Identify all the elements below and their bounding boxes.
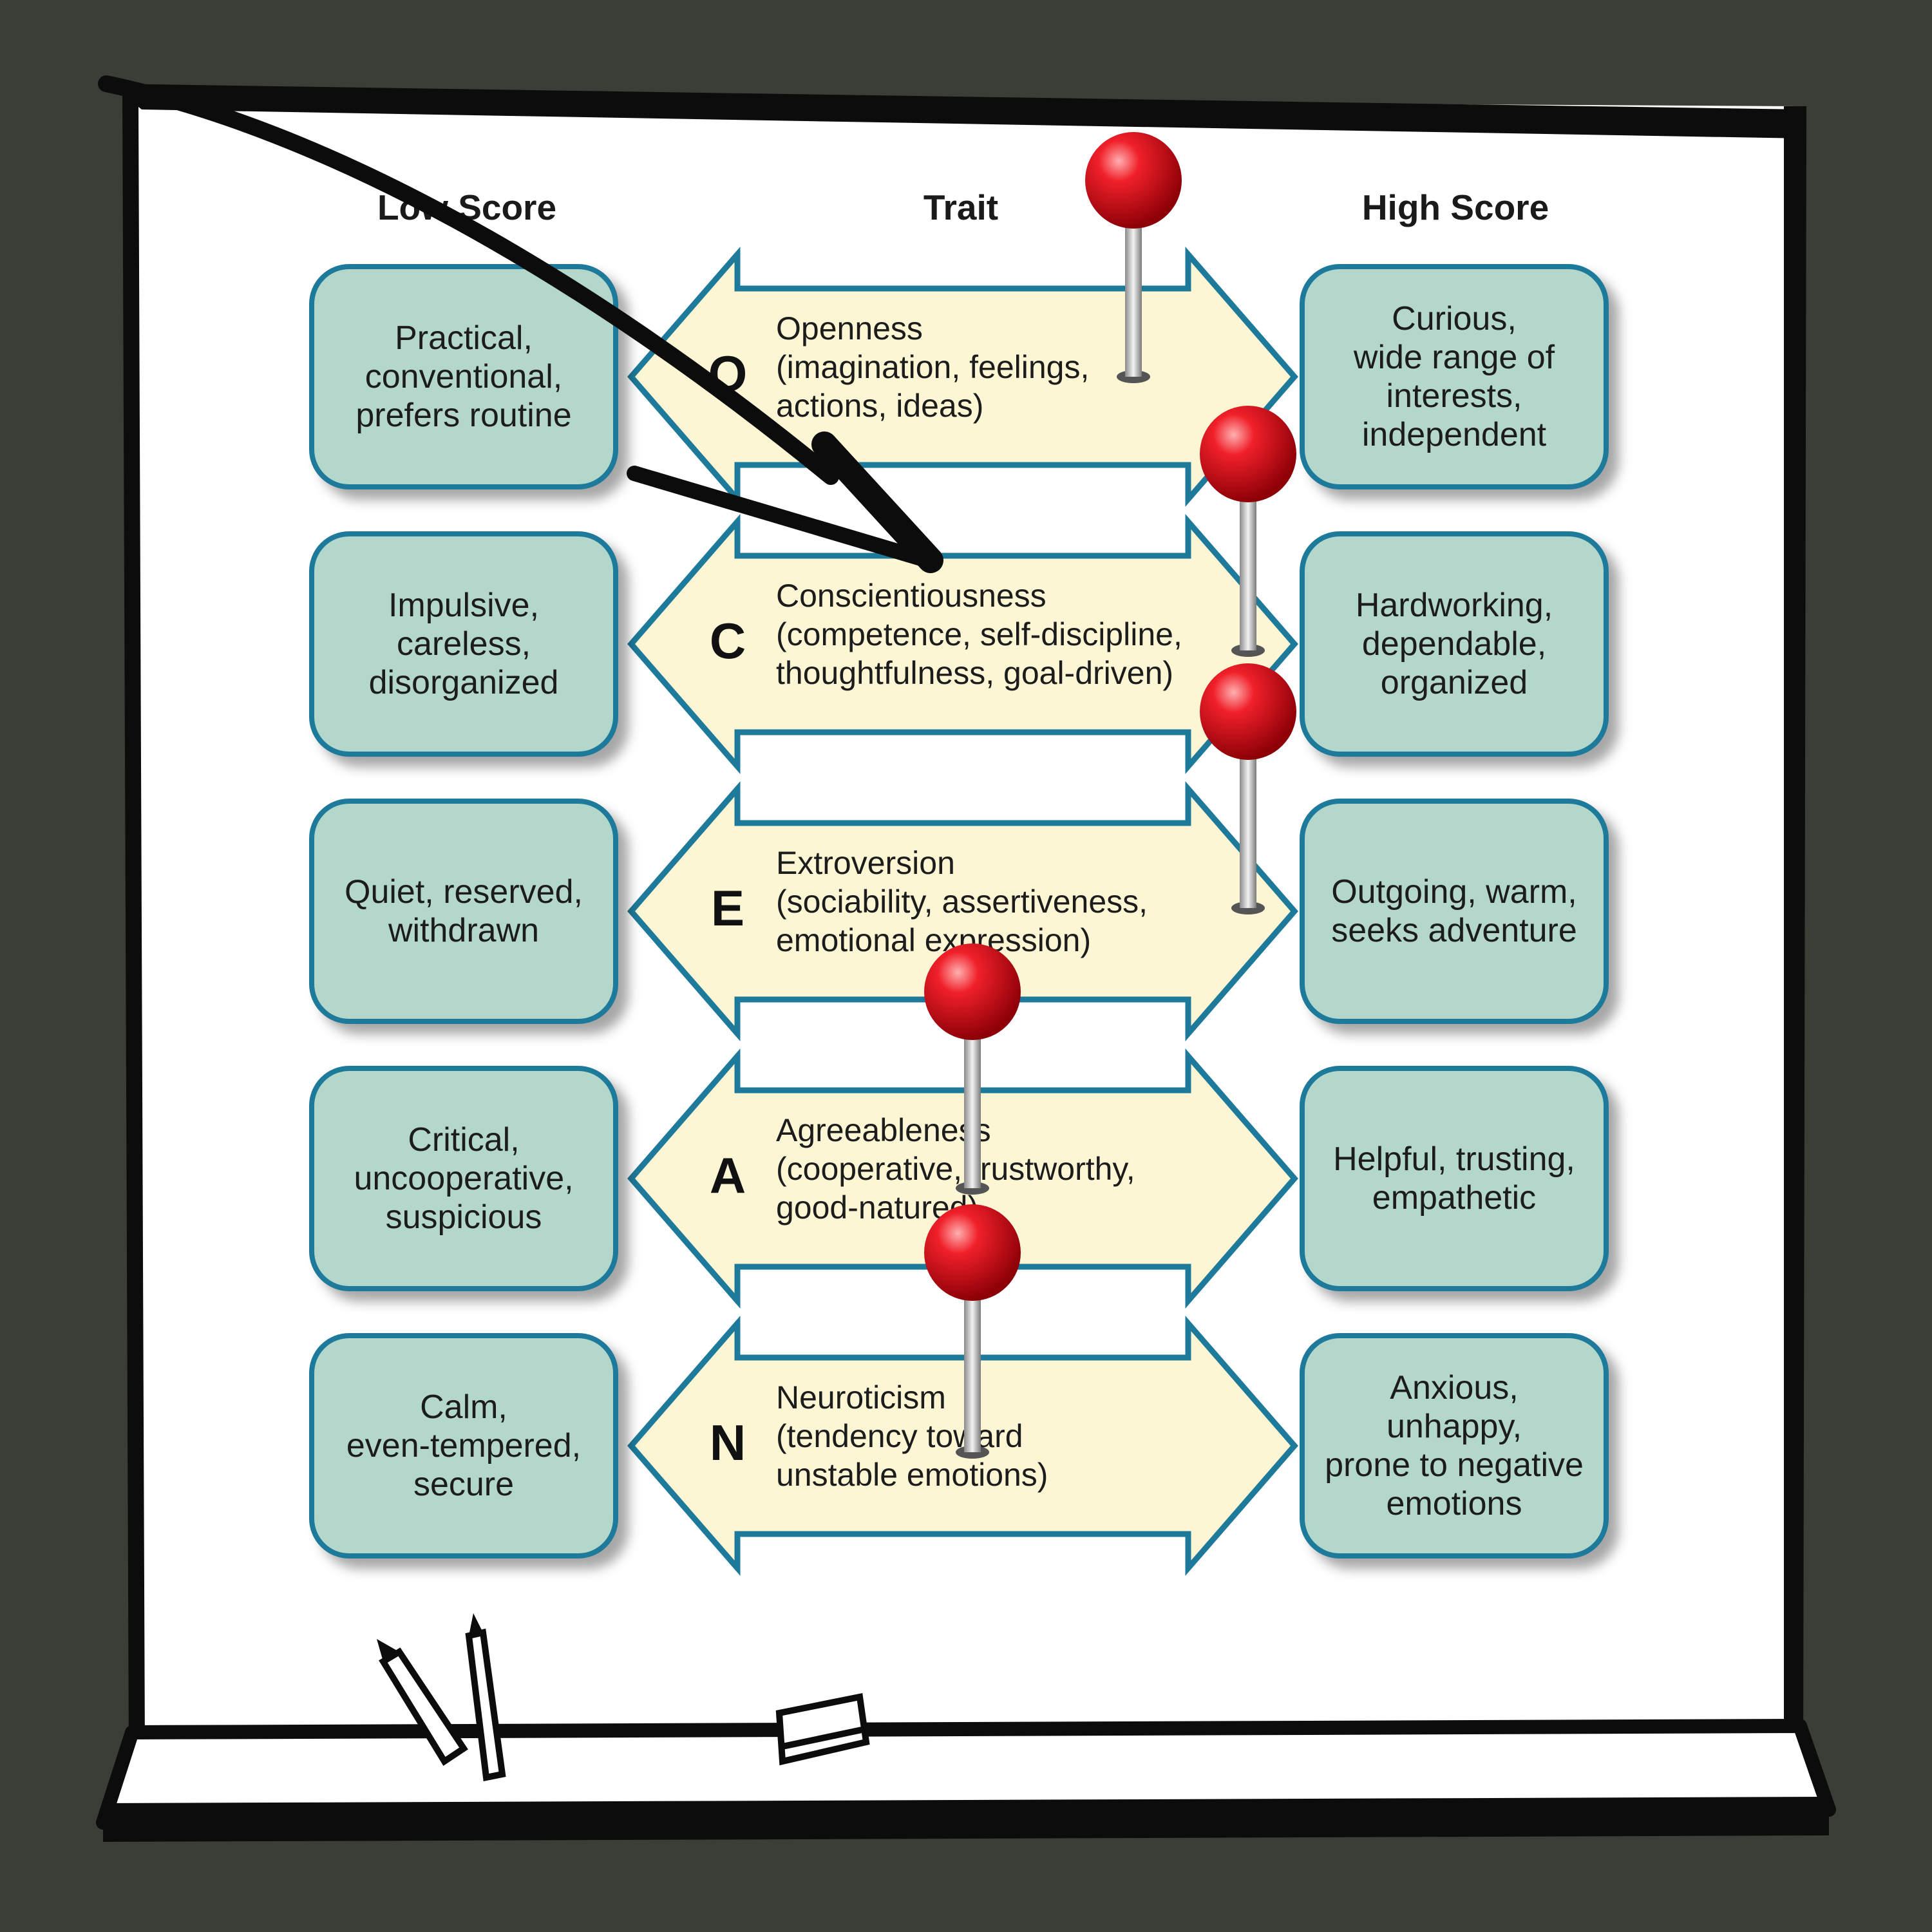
low-score-box: Calm, even-tempered, secure [309,1333,618,1558]
whiteboard-top-edge [109,84,1803,138]
low-score-text: Quiet, reserved, withdrawn [345,873,583,949]
low-score-text: Practical, conventional, prefers routine [355,319,572,434]
low-score-box: Impulsive, careless, disorganized [309,531,618,757]
high-score-text: Anxious, unhappy, prone to negative emot… [1325,1369,1584,1522]
chalk-tray-front [103,1797,1829,1842]
whiteboard-right-edge [1784,106,1806,1745]
marker-icon [465,1613,506,1781]
trait-description: (sociability, assertiveness, emotional e… [776,884,1148,958]
high-score-box: Anxious, unhappy, prone to negative emot… [1300,1333,1609,1558]
high-score-box: Hardworking, dependable, organized [1300,531,1609,757]
pushpin-icon [1200,406,1296,657]
low-score-box: Critical, uncooperative, suspicious [309,1066,618,1291]
double-arrow [627,1048,1298,1309]
high-score-text: Helpful, trusting, empathetic [1333,1141,1575,1217]
high-score-text: Outgoing, warm, seeks adventure [1331,873,1577,949]
double-arrow [627,1315,1298,1577]
trait-description: (cooperative, trustworthy, good-natured) [776,1151,1135,1226]
trait-letter: N [709,1414,746,1471]
pushpin-icon [924,1204,1021,1459]
pushpin-icon [1085,132,1182,383]
high-score-box: Helpful, trusting, empathetic [1300,1066,1609,1291]
low-score-text: Calm, even-tempered, secure [346,1388,582,1503]
header-high-score: High Score [1361,187,1549,227]
trait-name: Conscientiousness [776,578,1046,614]
marker-icon [377,1639,468,1766]
low-score-box: Quiet, reserved, withdrawn [309,799,618,1024]
low-score-box: Practical, conventional, prefers routine [309,264,618,489]
trait-letter: E [710,880,745,936]
pushpin-icon [924,943,1021,1195]
trait-letter: A [709,1147,746,1204]
trait-letter: C [709,612,746,669]
hand-drawn-arrow-icon [98,75,943,573]
eraser-icon [775,1693,870,1766]
low-score-text: Critical, uncooperative, suspicious [354,1121,574,1236]
header-trait: Trait [923,187,999,227]
high-score-box: Curious, wide range of interests, indepe… [1300,264,1609,489]
trait-description: (competence, self-discipline, thoughtful… [776,616,1182,691]
trait-description: (imagination, feelings, actions, ideas) [776,349,1090,424]
pushpin-icon [1200,663,1296,914]
high-score-box: Outgoing, warm, seeks adventure [1300,799,1609,1024]
high-score-text: Hardworking, dependable, organized [1355,587,1553,701]
trait-name: Agreeableness [776,1112,991,1148]
high-score-text: Curious, wide range of interests, indepe… [1353,300,1555,453]
trait-name: Openness [776,310,923,346]
trait-name: Extroversion [776,845,955,881]
double-arrow [627,781,1298,1042]
low-score-text: Impulsive, careless, disorganized [368,587,559,701]
trait-name: Neuroticism [776,1379,946,1416]
double-arrow [627,513,1298,775]
whiteboard-left-edge [122,90,145,1752]
